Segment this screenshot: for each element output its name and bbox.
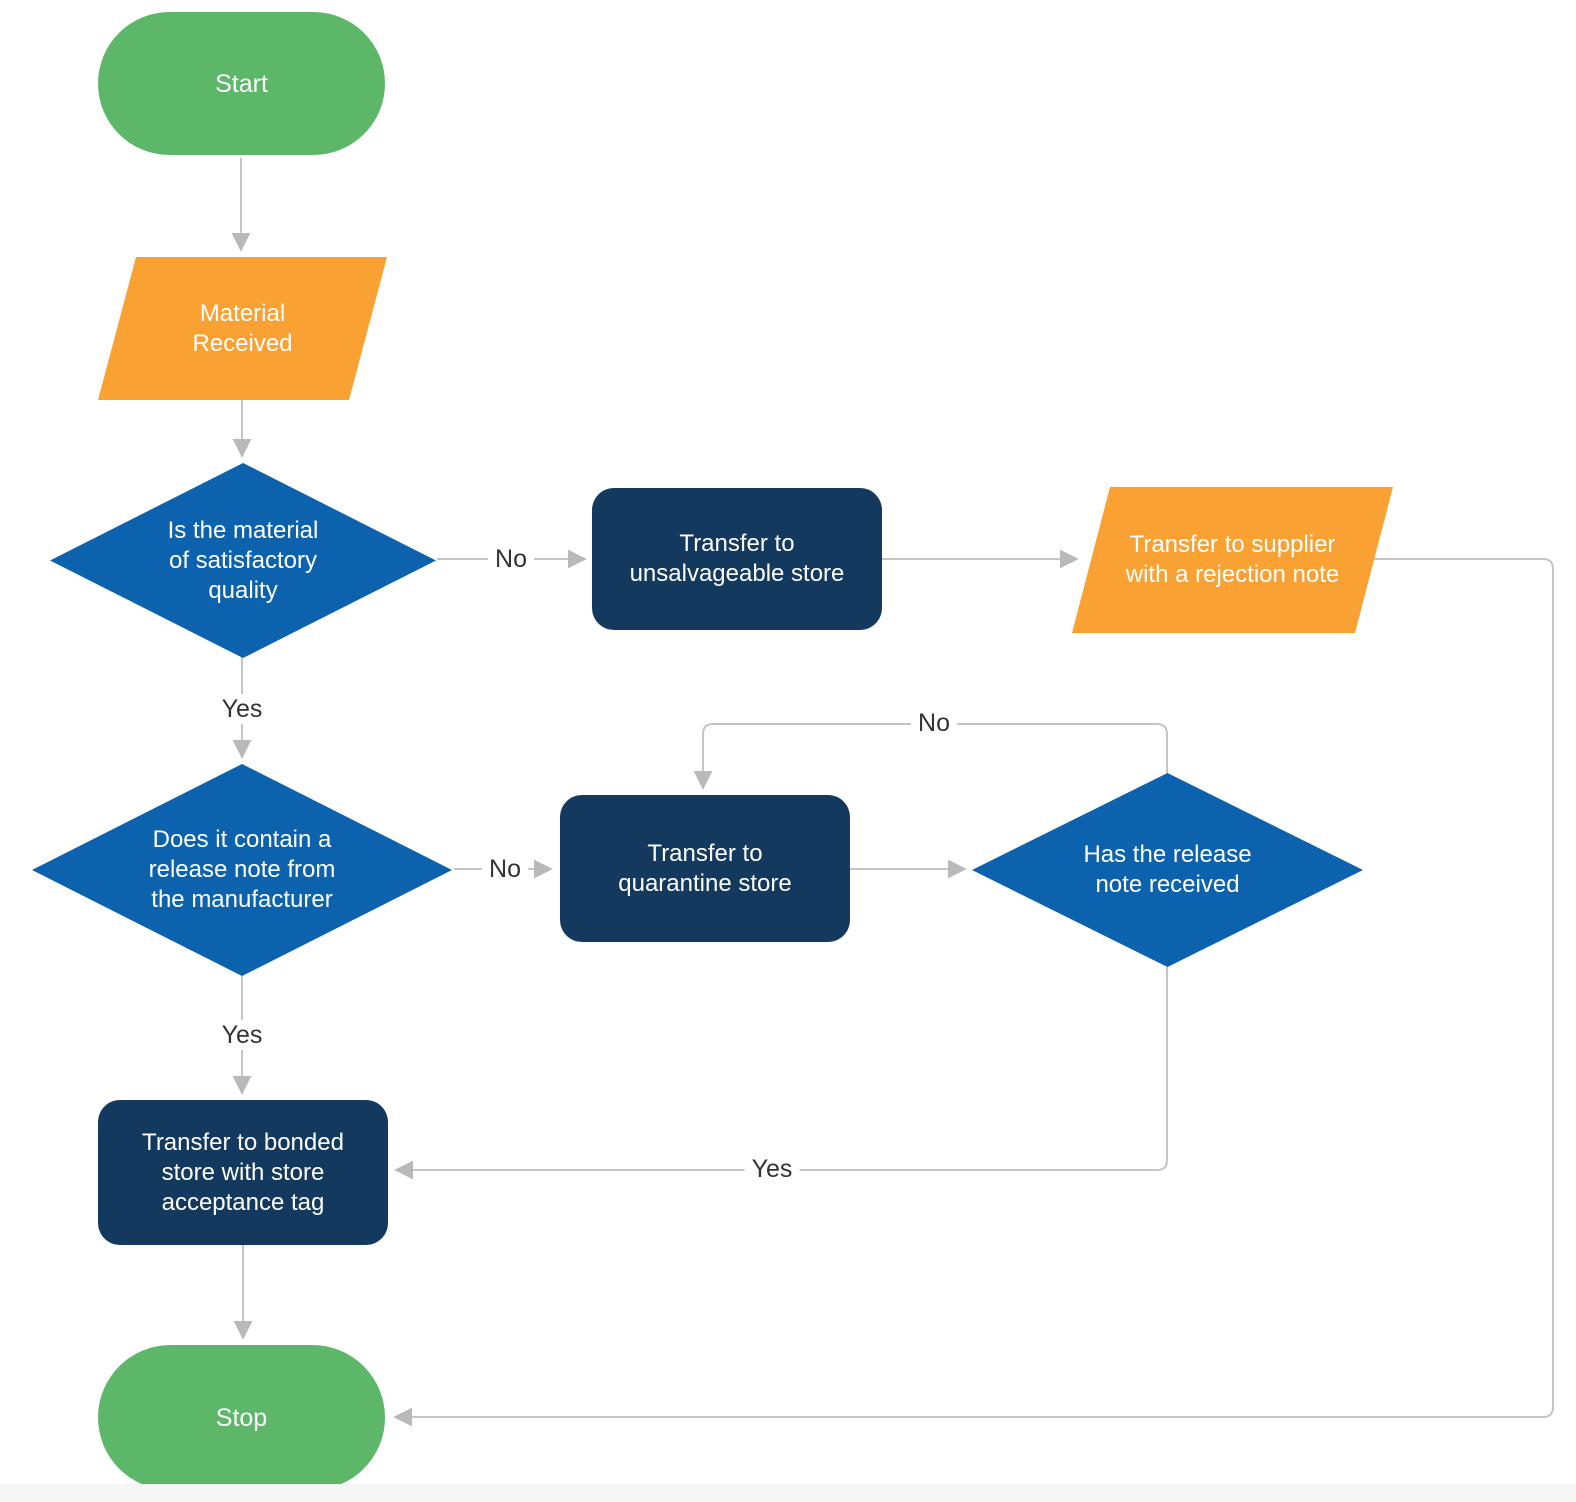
node-unsalvageable-store[interactable]: Transfer to unsalvageable store: [592, 488, 882, 630]
node-start-label: Start: [215, 69, 268, 98]
node-quality-decision-label: Is the material of satisfactory quality: [167, 516, 319, 604]
edge-label-quality-no: No: [488, 544, 534, 574]
edge-label-quality-yes: Yes: [214, 694, 270, 724]
node-stop-label: Stop: [215, 1403, 268, 1432]
edge-label-release-note-yes: Yes: [214, 1020, 270, 1050]
node-bonded-store[interactable]: Transfer to bonded store with store acce…: [98, 1100, 388, 1245]
edge-label-release-received-no: No: [911, 708, 957, 738]
node-quarantine-store-label: Transfer to quarantine store: [618, 839, 792, 897]
edge-label-release-note-no: No: [482, 854, 528, 884]
edge-rejection-to-stop: [393, 558, 1554, 1427]
node-supplier-rejection[interactable]: Transfer to supplier with a rejection no…: [1072, 487, 1393, 633]
node-stop[interactable]: Stop: [98, 1345, 385, 1490]
node-unsalvageable-store-label: Transfer to unsalvageable store: [629, 530, 845, 587]
node-quarantine-store[interactable]: Transfer to quarantine store: [560, 795, 850, 942]
node-start[interactable]: Start: [98, 12, 385, 155]
canvas-bottom-edge: [0, 1484, 1576, 1502]
node-material-received-label: Material Received: [192, 299, 293, 357]
node-release-received-decision-label: Has the release note received: [1083, 841, 1252, 898]
node-material-received[interactable]: Material Received: [98, 257, 387, 400]
edge-label-release-received-yes: Yes: [744, 1154, 800, 1184]
node-bonded-store-label: Transfer to bonded store with store acce…: [142, 1128, 344, 1216]
edge-release-received-yes-to-bonded: [394, 967, 1168, 1180]
node-release-note-decision-label: Does it contain a release note from the …: [148, 826, 336, 913]
node-supplier-rejection-label: Transfer to supplier with a rejection no…: [1125, 531, 1340, 588]
